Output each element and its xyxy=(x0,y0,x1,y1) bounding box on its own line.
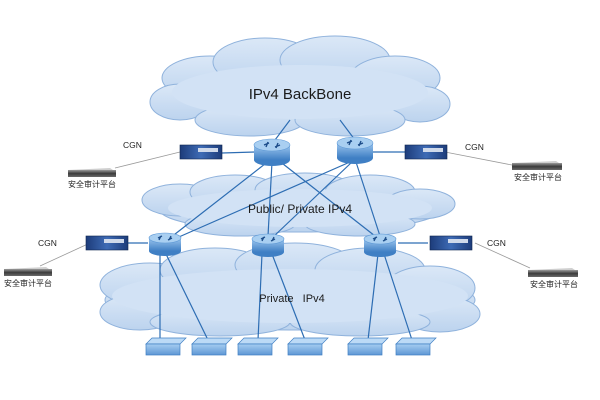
router-top-left xyxy=(253,138,291,166)
audit-label-mid-left: 安全审计平台 xyxy=(4,278,52,288)
cgn-label-top-right: CGN xyxy=(465,142,484,152)
audit-device-mid-right xyxy=(528,268,578,277)
router-top-right xyxy=(336,136,374,164)
cgn-device-mid-left xyxy=(85,235,129,251)
cgn-label-mid-left: CGN xyxy=(38,238,57,248)
public-private-cloud-label: Public/ Private IPv4 xyxy=(248,202,352,216)
backbone-cloud-label: IPv4 BackBone xyxy=(249,86,352,103)
audit-label-top-left: 安全审计平台 xyxy=(68,179,116,189)
audit-device-mid-left xyxy=(4,267,52,276)
switch-row xyxy=(145,337,437,356)
cgn-device-top-right xyxy=(404,144,448,160)
audit-label-top-right: 安全审计平台 xyxy=(514,172,562,182)
cgn-label-mid-right: CGN xyxy=(487,238,506,248)
private-cloud-label: Private IPv4 xyxy=(259,293,324,305)
router-mid-right xyxy=(363,233,397,257)
switch-4 xyxy=(287,337,329,356)
cgn-device-mid-right xyxy=(429,235,473,251)
router-mid-left xyxy=(148,232,182,256)
router-mid-center xyxy=(251,233,285,257)
switch-3 xyxy=(237,337,279,356)
audit-device-top-right xyxy=(512,161,562,170)
cgn-label-top-left: CGN xyxy=(123,140,142,150)
switch-2 xyxy=(191,337,233,356)
cgn-device-top-left xyxy=(179,144,223,160)
audit-label-mid-right: 安全审计平台 xyxy=(530,279,578,289)
switch-6 xyxy=(395,337,437,356)
switch-5 xyxy=(347,337,389,356)
links xyxy=(39,119,531,341)
audit-device-top-left xyxy=(68,168,116,177)
switch-1 xyxy=(145,337,187,356)
